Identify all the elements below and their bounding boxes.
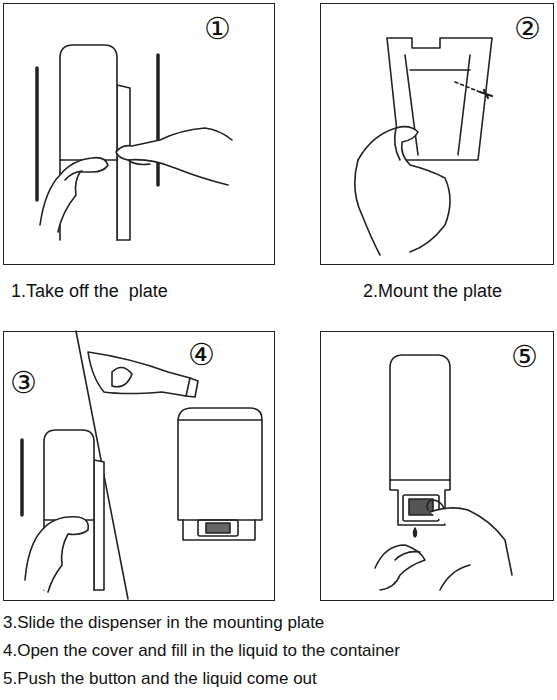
panel-1-art-stroke — [116, 128, 232, 185]
callout-number: ② — [514, 14, 541, 44]
step-caption: 2.Mount the plate — [363, 280, 502, 302]
panel-1-art-stroke — [40, 158, 108, 232]
panel-2-art-stroke — [355, 160, 380, 255]
callout-number: ⑤ — [511, 342, 538, 372]
panel-3-art-stroke — [25, 517, 88, 592]
callout-number: ① — [204, 14, 231, 44]
panel-5-art-stroke — [414, 528, 417, 537]
panel-2-art-stroke — [405, 55, 470, 155]
panel-4-art-stroke — [186, 378, 198, 397]
panel-1-art — [37, 45, 232, 240]
step-panel: ②2.Mount the plate — [320, 3, 554, 265]
panel-3-art — [22, 430, 104, 592]
panel-5-art — [375, 355, 512, 590]
step-caption: 3.Slide the dispenser in the mounting pl… — [3, 612, 324, 634]
panel-4-art-stroke — [112, 367, 132, 386]
panel-5-art-stroke — [375, 545, 425, 590]
panel-1-art-stroke — [35, 68, 39, 200]
panel-3-art-stroke — [20, 440, 24, 515]
panel-2-art — [355, 38, 492, 255]
panel-4-art-stroke — [178, 419, 262, 421]
panel-1-art-stroke — [117, 85, 130, 240]
callout-number: ④ — [188, 340, 215, 370]
panel-5-art-stroke — [390, 355, 450, 480]
panel-1-art-stroke — [60, 45, 117, 240]
panel-4-art-stroke — [178, 408, 262, 520]
panel-5-art-stroke — [430, 508, 512, 575]
step-panel: ⑤ — [320, 331, 554, 601]
step-caption: 1.Take off the plate — [11, 280, 168, 302]
panel-1-art-stroke — [65, 171, 82, 180]
panel-5-art-stroke — [440, 565, 470, 590]
step-caption: 5.Push the button and the liquid come ou… — [3, 668, 317, 690]
panel-5-art-stroke — [427, 500, 444, 510]
panel-4-art-stroke — [198, 520, 238, 536]
panel-4-art-stroke — [88, 352, 190, 396]
panel-4-art — [88, 352, 262, 540]
step-panel: ③④ — [3, 331, 275, 601]
step-caption: 4.Open the cover and fill in the liquid … — [3, 640, 400, 662]
panel-4-art-stroke — [206, 523, 230, 533]
panel-3-art-stroke — [94, 460, 104, 590]
panel-2-art-stroke — [358, 127, 450, 252]
panel-2-art-stroke — [395, 128, 400, 160]
panel-2-art-stroke — [455, 82, 480, 92]
callout-number: ③ — [10, 368, 37, 398]
step-panel: ①1.Take off the plate — [3, 3, 275, 265]
panel-4-art-stroke — [183, 520, 255, 540]
panel-1-art-stroke — [156, 55, 160, 185]
panel-5-art-stroke — [403, 495, 439, 521]
panel-2-art-stroke — [480, 90, 492, 98]
panel-5-art-stroke — [395, 552, 420, 560]
panel-1-art-stroke — [128, 160, 150, 165]
